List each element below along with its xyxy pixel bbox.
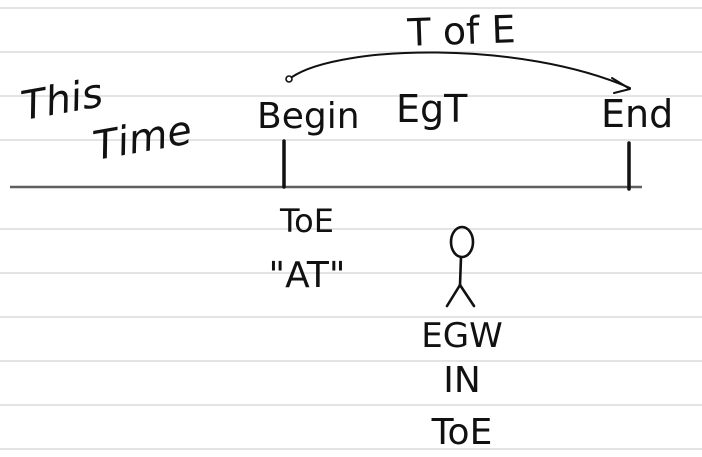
in-label: IN	[443, 360, 481, 401]
toe-at-label: ToE "AT"	[269, 202, 346, 296]
egw-label: EGW	[421, 316, 502, 356]
egt-label: EgT	[396, 87, 468, 131]
this-time-line-1: This	[18, 70, 106, 129]
toe-at-line-2: "AT"	[269, 255, 346, 296]
time-of-event-arc	[285, 51, 631, 94]
toe-label: ToE	[431, 412, 493, 453]
toe-at-line-1: ToE	[279, 202, 334, 240]
this-time-label: This Time	[18, 70, 196, 169]
begin-label: Begin	[257, 96, 360, 137]
egw-in-toe-label: EGW IN ToE	[421, 316, 502, 453]
end-label: End	[601, 92, 673, 136]
person-figure-icon	[445, 225, 476, 308]
this-time-line-2: Time	[90, 107, 196, 170]
arc-label: T of E	[406, 7, 516, 55]
